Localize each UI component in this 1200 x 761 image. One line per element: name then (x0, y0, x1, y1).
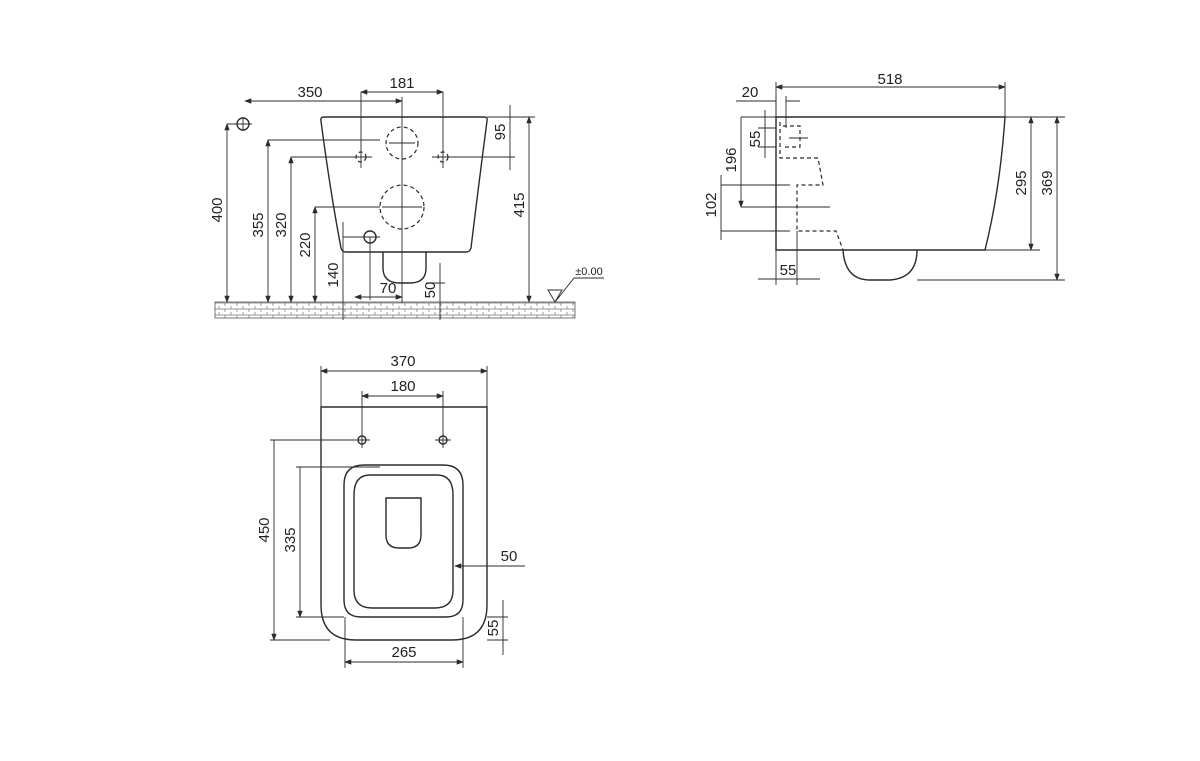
dim-181: 181 (389, 75, 414, 92)
front-dimension-lines (224, 89, 532, 320)
lid-cutout (385, 497, 422, 549)
dim-50-top: 50 (501, 548, 518, 565)
dim-320: 320 (273, 212, 290, 237)
dim-355: 355 (250, 212, 267, 237)
side-trap-outline (842, 249, 918, 281)
top-view: 370 180 450 335 50 55 265 (256, 353, 525, 668)
seat-inner-outline (353, 474, 454, 609)
dim-55-top-view: 55 (485, 620, 502, 637)
dim-196: 196 (723, 147, 740, 172)
floor-hatch (214, 301, 576, 319)
top-dimension-lines (270, 366, 525, 668)
seat-outline (343, 464, 464, 618)
front-view: 350 181 95 415 400 355 320 220 140 70 50… (209, 75, 604, 320)
side-dimension-lines (720, 82, 1065, 285)
floor-level-label: ±0.00 (575, 266, 602, 278)
floor-level-icon (547, 277, 604, 303)
dim-70: 70 (380, 280, 397, 297)
drain-outlet-icon (379, 184, 425, 230)
side-body-outline (775, 116, 1006, 251)
dim-95: 95 (492, 124, 509, 141)
dim-265: 265 (391, 644, 416, 661)
dim-335: 335 (282, 527, 299, 552)
dim-400: 400 (209, 197, 226, 222)
trap-outline (382, 252, 427, 284)
front-centerlines (227, 92, 535, 303)
front-body-outline (320, 116, 488, 253)
dim-370: 370 (390, 353, 415, 370)
dim-450: 450 (256, 517, 273, 542)
top-body-outline (320, 406, 488, 641)
dim-102: 102 (703, 192, 720, 217)
dim-518: 518 (877, 71, 902, 88)
dim-55-top: 55 (747, 131, 764, 148)
dim-369: 369 (1039, 170, 1056, 195)
dim-180: 180 (390, 378, 415, 395)
dim-20: 20 (742, 84, 759, 101)
dim-55-bottom: 55 (780, 262, 797, 279)
side-view: 518 20 55 196 102 55 295 369 (703, 71, 1065, 285)
dim-140: 140 (325, 262, 342, 287)
dim-415: 415 (511, 192, 528, 217)
side-internal-hidden-lines (779, 122, 844, 251)
dim-50: 50 (422, 282, 439, 299)
dim-350: 350 (297, 84, 322, 101)
dim-220: 220 (297, 232, 314, 257)
dim-295: 295 (1013, 170, 1030, 195)
